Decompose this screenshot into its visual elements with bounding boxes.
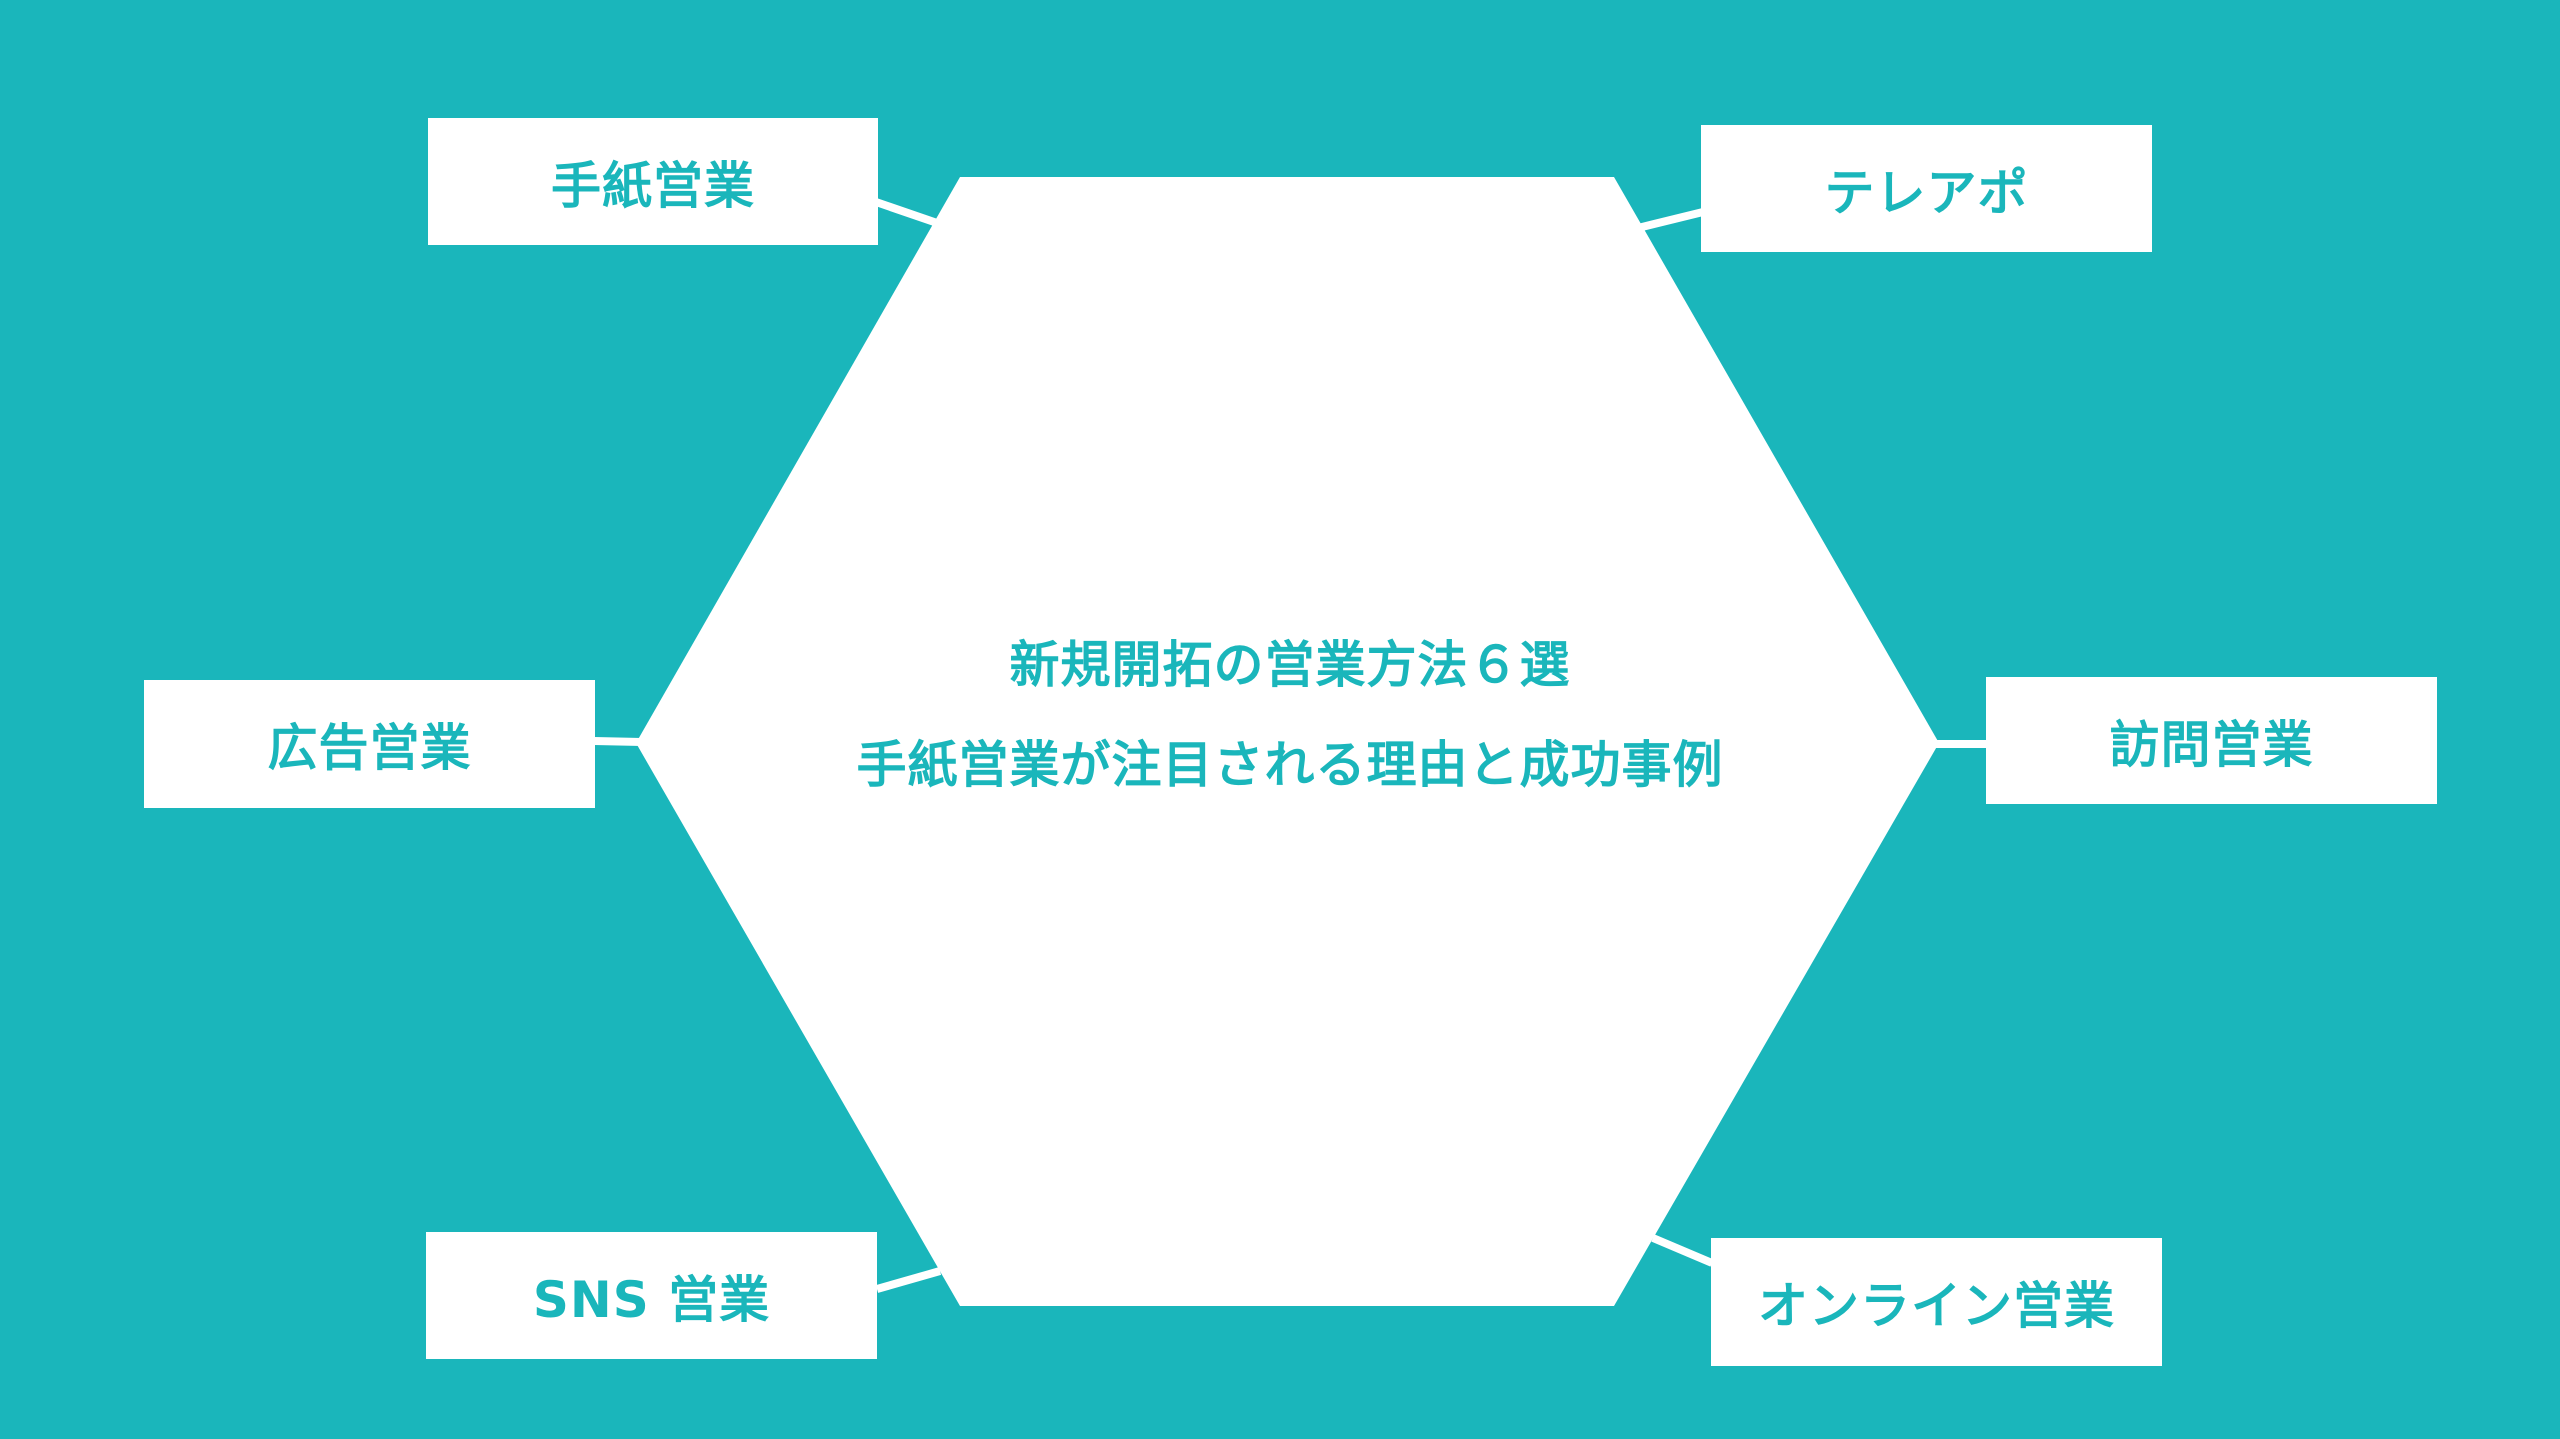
center-title-line1: 新規開拓の営業方法６選 [1009, 636, 1571, 694]
connector-tegami [874, 198, 942, 228]
center-hexagon [636, 177, 1939, 1306]
center-title-line2: 手紙営業が注目される理由と成功事例 [856, 736, 1724, 794]
node-telephone-appointment: テレアポ [1701, 125, 2152, 252]
connector-telapo [1637, 208, 1704, 232]
node-online-sales: オンライン営業 [1711, 1238, 2162, 1366]
connector-lines [593, 198, 1988, 1293]
connector-online [1651, 1234, 1714, 1267]
center-title: 新規開拓の営業方法６選 手紙営業が注目される理由と成功事例 [700, 615, 1880, 815]
node-sns-sales: SNS 営業 [426, 1232, 877, 1359]
connector-koukoku [593, 737, 644, 746]
node-letter-sales: 手紙営業 [428, 118, 878, 245]
node-visit-sales: 訪問営業 [1986, 677, 2437, 804]
connector-sns [875, 1267, 942, 1293]
node-advertising-sales: 広告営業 [144, 680, 595, 808]
